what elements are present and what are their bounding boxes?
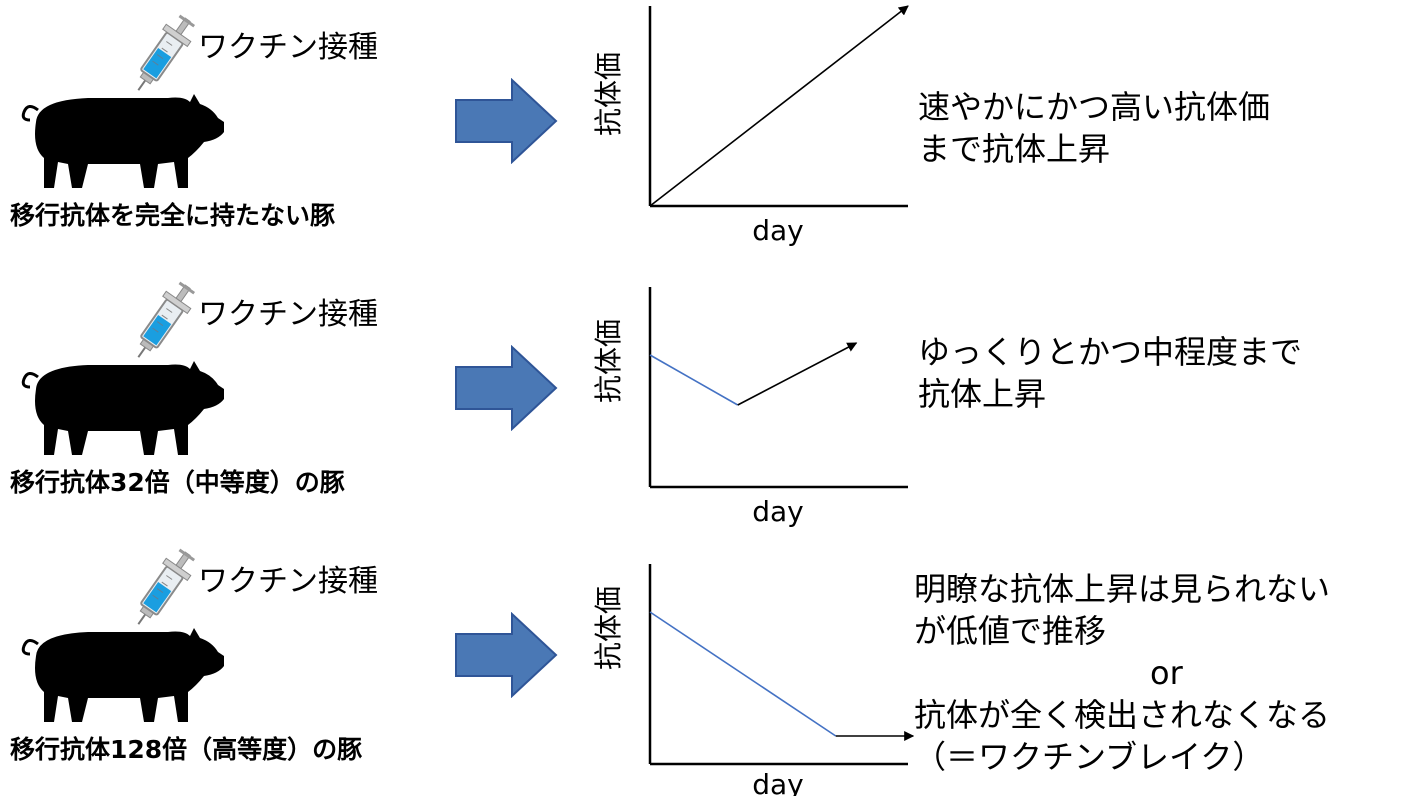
plot-area — [648, 287, 908, 489]
result-line: 抗体が全く検出されなくなる — [914, 696, 1331, 734]
result-line: まで抗体上昇 — [918, 130, 1111, 168]
antibody-decline-line — [649, 354, 739, 406]
result-description: 明瞭な抗体上昇は見られない が低値で推移 or 抗体が全く検出されなくなる （＝… — [914, 568, 1330, 778]
vaccine-label: ワクチン接種 — [198, 564, 378, 599]
syringe-icon — [137, 14, 196, 91]
antibody-graph: 抗体価 day — [592, 564, 915, 796]
scenario-row-high-maternal-antibody: ワクチン接種 移行抗体128倍（高等度）の豚 抗体価 day 明瞭な抗体上昇は見… — [0, 534, 1421, 800]
result-line: 抗体上昇 — [918, 375, 1047, 413]
scenario-row-moderate-maternal-antibody: ワクチン接種 移行抗体32倍（中等度）の豚 抗体価 day ゆっくりとかつ中程度… — [0, 267, 1421, 533]
pig-icon — [21, 361, 224, 455]
plot-area — [648, 5, 909, 208]
antibody-graph: 抗体価 day — [592, 5, 909, 247]
result-line: （＝ワクチンブレイク） — [914, 738, 1265, 776]
y-axis-label: 抗体価 — [592, 52, 625, 136]
antibody-rise-arrow — [649, 5, 909, 207]
antibody-decline-line — [649, 611, 837, 737]
x-axis-label: day — [752, 495, 804, 528]
syringe-liquid — [143, 47, 172, 79]
result-description: 速やかにかつ高い抗体価 まで抗体上昇 — [918, 86, 1270, 170]
syringe-liquid — [143, 581, 172, 613]
pig-caption: 移行抗体を完全に持たない豚 — [10, 201, 336, 230]
antibody-graph: 抗体価 day — [592, 287, 908, 528]
y-axis-label: 抗体価 — [592, 319, 625, 403]
x-axis-label: day — [752, 214, 804, 247]
pig-icon — [21, 94, 224, 188]
pig-caption: 移行抗体128倍（高等度）の豚 — [10, 735, 363, 764]
syringe-icon — [137, 548, 196, 625]
result-or: or — [1150, 654, 1183, 692]
pig-icon — [21, 628, 224, 722]
right-arrow-icon — [455, 612, 558, 698]
antibody-rise-arrow — [737, 342, 858, 406]
plot-area — [648, 564, 915, 766]
right-arrow-icon — [455, 78, 558, 164]
syringe-icon — [137, 281, 196, 358]
result-line: 速やかにかつ高い抗体価 — [918, 88, 1271, 126]
vaccine-label: ワクチン接種 — [198, 297, 378, 332]
result-line: ゆっくりとかつ中程度まで — [918, 333, 1303, 371]
result-line: 明瞭な抗体上昇は見られない — [914, 570, 1331, 608]
vaccine-label: ワクチン接種 — [198, 30, 378, 65]
result-description: ゆっくりとかつ中程度まで 抗体上昇 — [918, 331, 1302, 415]
scenario-row-no-maternal-antibody: ワクチン接種 移行抗体を完全に持たない豚 抗体価 day 速やかにかつ高い抗体価… — [0, 0, 1421, 266]
x-axis-label: day — [752, 768, 804, 796]
result-line: が低値で推移 — [914, 612, 1107, 650]
syringe-liquid — [143, 314, 172, 346]
y-axis-label: 抗体価 — [592, 586, 625, 670]
pig-caption: 移行抗体32倍（中等度）の豚 — [10, 468, 345, 497]
right-arrow-icon — [455, 345, 558, 431]
